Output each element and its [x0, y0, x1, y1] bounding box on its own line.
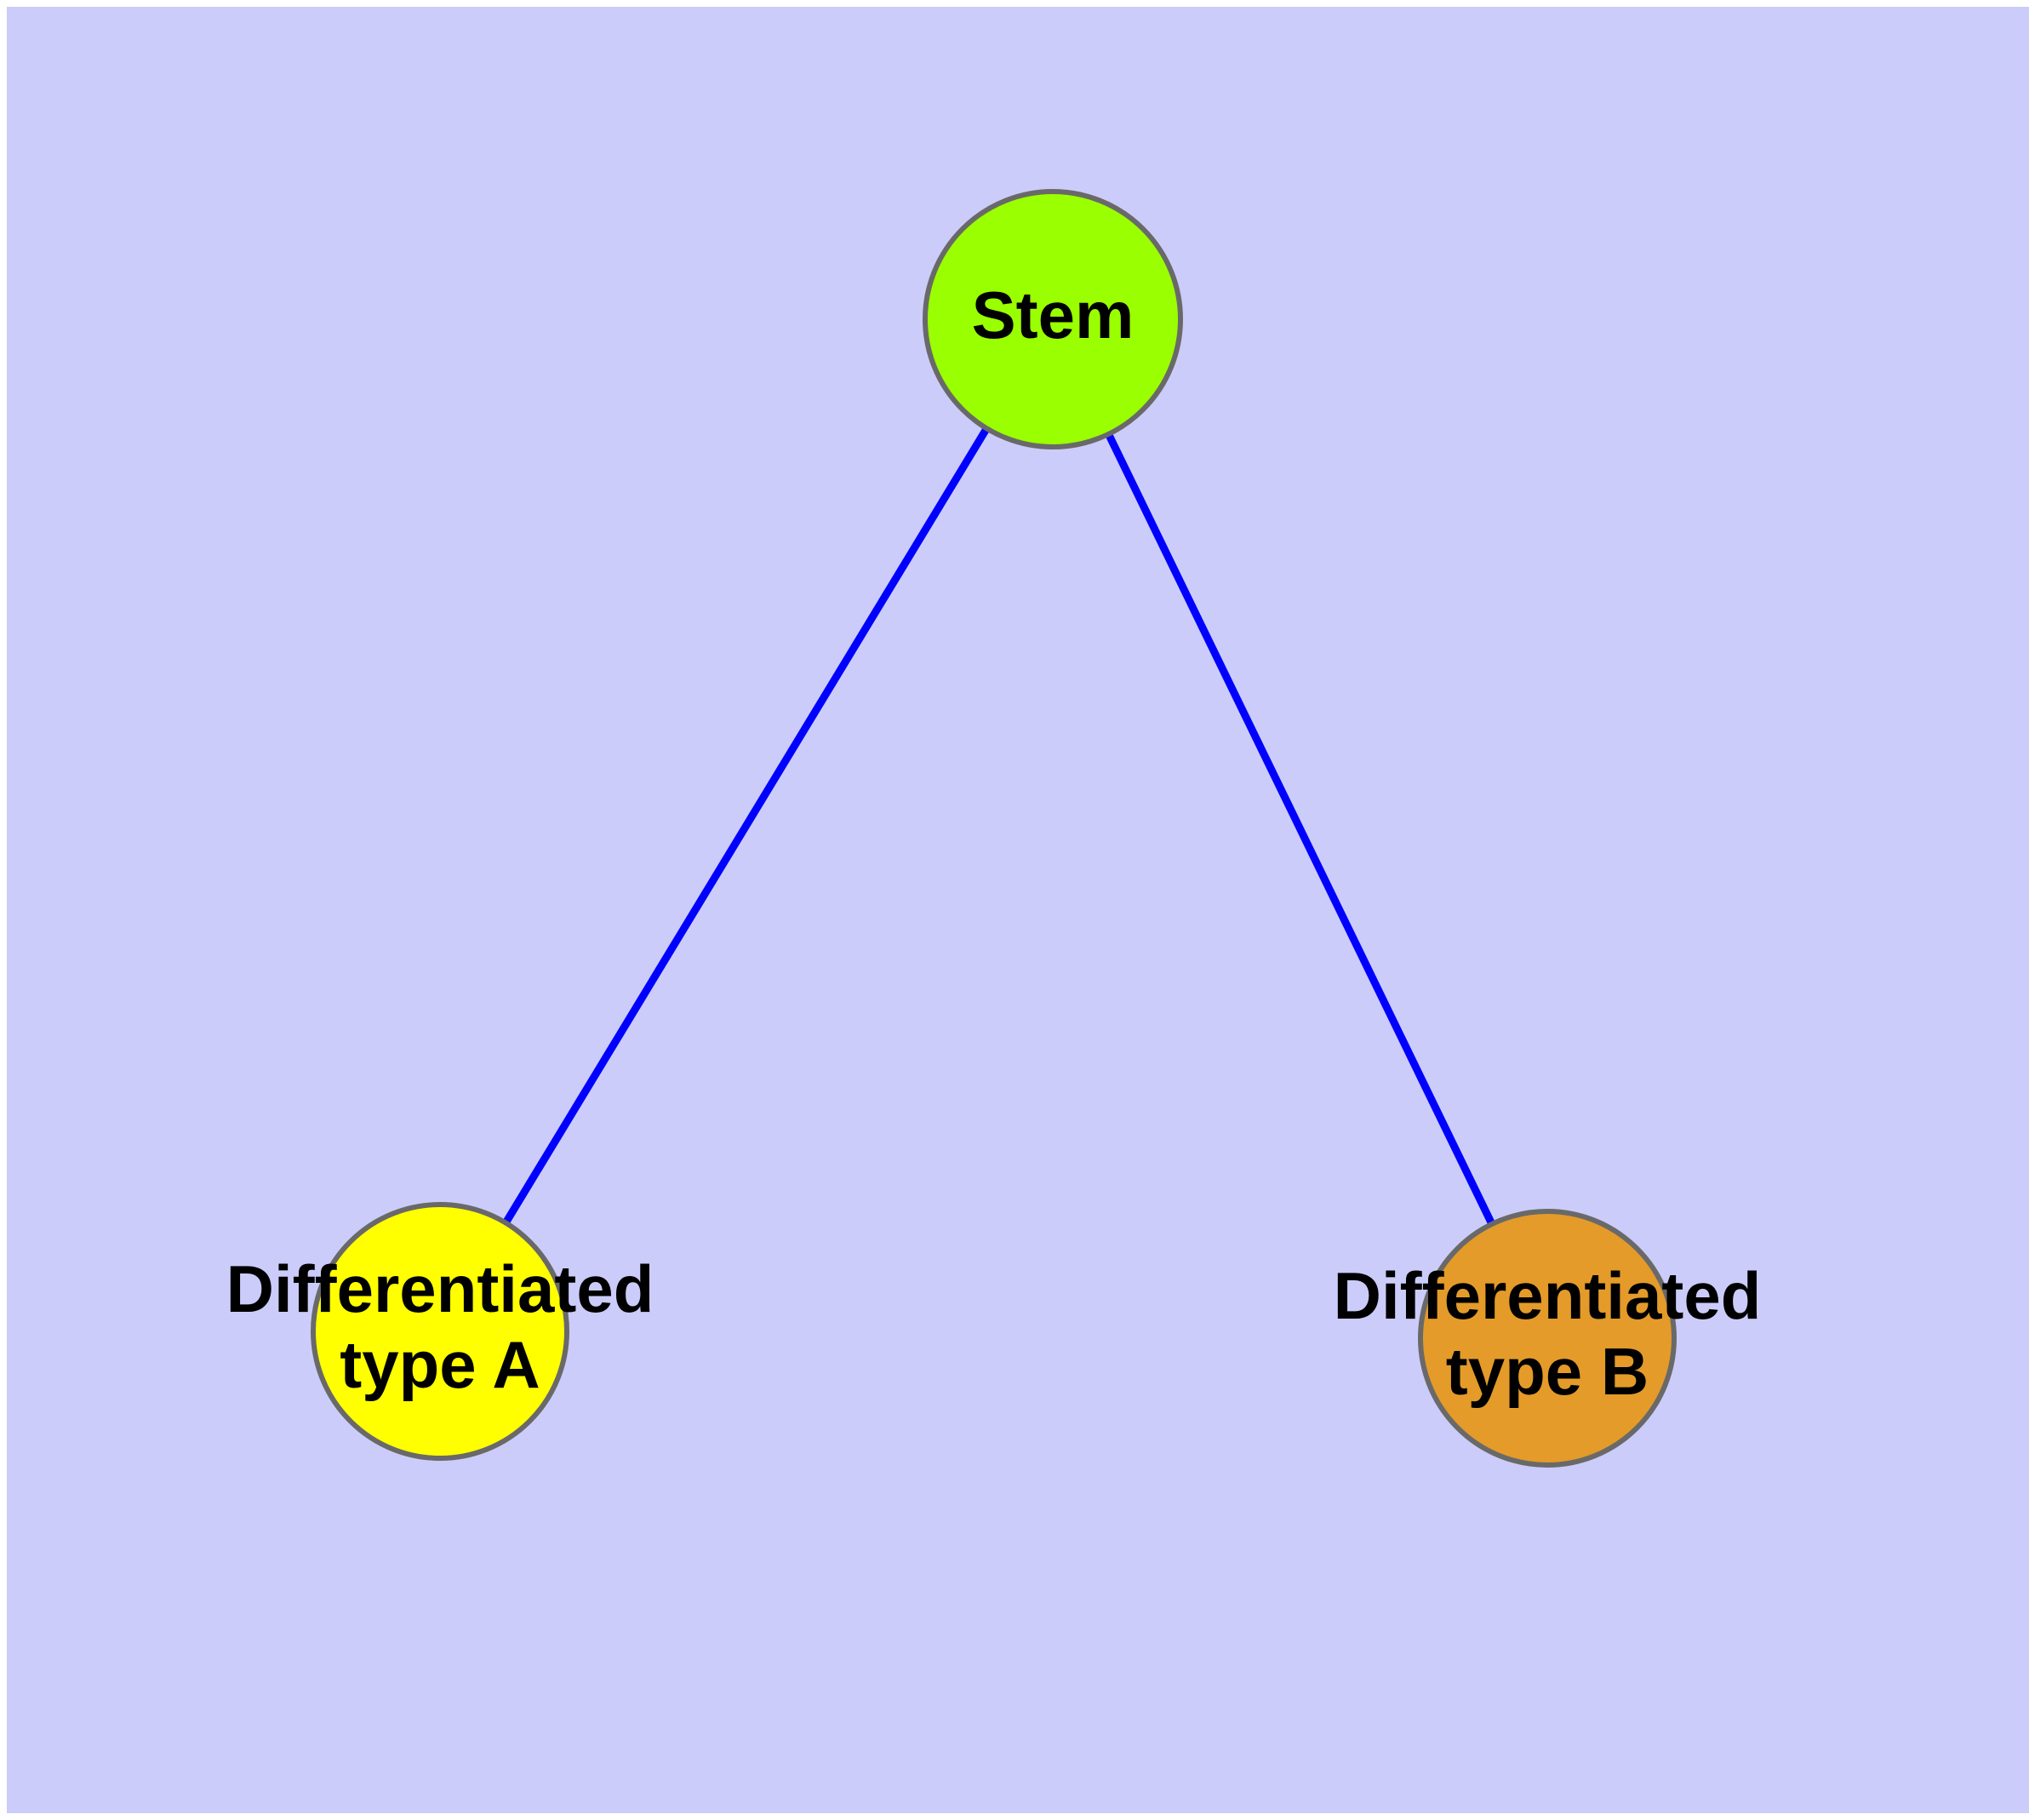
node-layer	[311, 189, 1677, 1468]
edge-layer	[437, 317, 1552, 1340]
graph-edge-stem-diff_b[interactable]	[1049, 318, 1552, 1340]
graph-node-stem[interactable]	[923, 189, 1183, 449]
graph-edge-stem-diff_a[interactable]	[437, 317, 1056, 1334]
graph-node-diff_b[interactable]	[1418, 1209, 1677, 1468]
graph-node-diff_a[interactable]	[311, 1202, 569, 1461]
